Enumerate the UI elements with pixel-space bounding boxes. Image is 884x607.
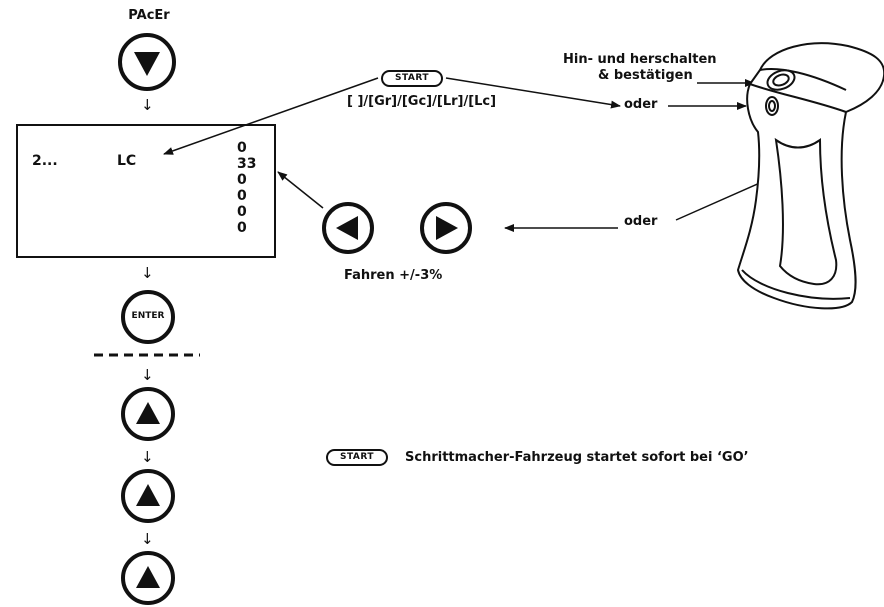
toggle-confirm-label: Hin- und herschalten (563, 52, 717, 67)
pacer-title: PAcEr (128, 8, 170, 23)
start-key-label: START (394, 73, 430, 83)
display-values: 0 33 0 0 0 0 (237, 140, 267, 236)
start-options: [ ]/[Gr]/[Gc]/[Lr]/[Lc] (347, 94, 497, 109)
right-triangle-button-icon[interactable] (420, 202, 472, 254)
arrow-start-to-oder (445, 77, 621, 109)
start-button-icon[interactable] (381, 70, 443, 87)
remote-controller-icon (736, 42, 884, 310)
up-triangle-button-icon[interactable] (121, 469, 175, 523)
flow-arrow: ↓ (141, 366, 154, 384)
drive-label: Fahren +/-3% (344, 268, 443, 283)
display-mode-label: LC (117, 153, 137, 169)
left-triangle-button-icon[interactable] (322, 202, 374, 254)
start-button-icon[interactable] (326, 449, 388, 466)
display-value: 0 (237, 220, 247, 236)
up-triangle-button-icon[interactable] (121, 387, 175, 441)
display-value: 0 (237, 140, 247, 156)
display-value: 0 (237, 188, 247, 204)
lcd-display (16, 124, 276, 258)
oder-label-bottom: oder (624, 214, 658, 229)
oder-label-top: oder (624, 97, 658, 112)
flow-arrow: ↓ (141, 96, 154, 114)
display-value: 33 (237, 156, 257, 172)
start-key-label: START (339, 452, 375, 462)
display-left-label: 2... (32, 153, 58, 169)
up-triangle-button-icon[interactable] (121, 551, 175, 605)
display-value: 0 (237, 204, 247, 220)
start-note: Schrittmacher-Fahrzeug startet sofort be… (405, 450, 749, 465)
enter-button-icon[interactable] (121, 290, 175, 344)
flow-arrow: ↓ (141, 448, 154, 466)
enter-label: ENTER (131, 311, 165, 321)
down-triangle-button-icon[interactable] (118, 33, 176, 91)
flow-arrow: ↓ (141, 264, 154, 282)
flow-arrow: ↓ (141, 530, 154, 548)
arrow-left-to-value (277, 171, 324, 209)
arrow-start-to-lc (163, 77, 379, 155)
display-value: 0 (237, 172, 247, 188)
toggle-confirm-label-2: & bestätigen (598, 68, 693, 83)
